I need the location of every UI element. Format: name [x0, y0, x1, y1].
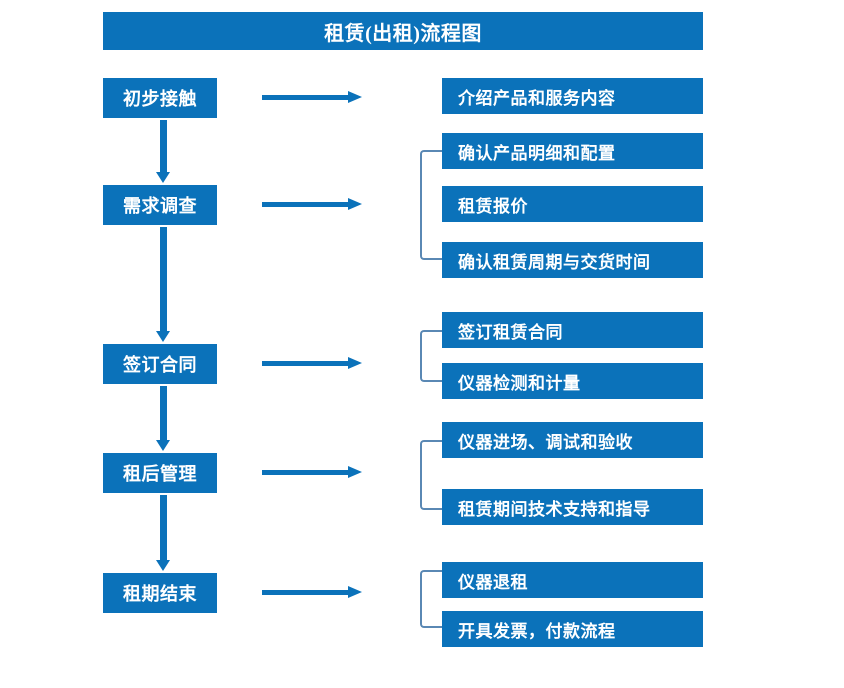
down-arrow-icon-3: [152, 386, 176, 452]
detail-box-invoice-payment[interactable]: 开具发票，付款流程: [442, 611, 703, 647]
bracket-icon-post-rental-mgmt: [420, 440, 442, 510]
detail-box-sign-rental-contract[interactable]: 签订租赁合同: [442, 312, 703, 348]
detail-box-introduce-products[interactable]: 介绍产品和服务内容: [442, 78, 703, 114]
detail-box-rental-quote[interactable]: 租赁报价: [442, 186, 703, 222]
right-arrow-icon-1: [262, 89, 362, 107]
right-arrow-icon-5: [262, 584, 362, 602]
bracket-icon-lease-end: [420, 570, 442, 628]
stage-box-post-rental-mgmt[interactable]: 租后管理: [103, 453, 217, 493]
right-arrow-icon-4: [262, 464, 362, 482]
detail-box-technical-support[interactable]: 租赁期间技术支持和指导: [442, 489, 703, 525]
stage-box-sign-contract[interactable]: 签订合同: [103, 344, 217, 384]
down-arrow-icon-1: [152, 120, 176, 184]
detail-box-confirm-spec-config[interactable]: 确认产品明细和配置: [442, 133, 703, 169]
bracket-icon-needs-survey: [420, 150, 442, 260]
detail-box-install-commission-accept[interactable]: 仪器进场、调试和验收: [442, 422, 703, 458]
detail-box-confirm-term-delivery[interactable]: 确认租赁周期与交货时间: [442, 242, 703, 278]
stage-box-needs-survey[interactable]: 需求调查: [103, 185, 217, 225]
stage-box-initial-contact[interactable]: 初步接触: [103, 78, 217, 118]
right-arrow-icon-3: [262, 355, 362, 373]
detail-box-instrument-return[interactable]: 仪器退租: [442, 562, 703, 598]
right-arrow-icon-2: [262, 196, 362, 214]
detail-box-instrument-inspection[interactable]: 仪器检测和计量: [442, 363, 703, 399]
down-arrow-icon-4: [152, 495, 176, 572]
bracket-icon-sign-contract: [420, 330, 442, 382]
stage-box-lease-end[interactable]: 租期结束: [103, 573, 217, 613]
page-title: 租赁(出租)流程图: [103, 12, 703, 50]
down-arrow-icon-2: [152, 227, 176, 343]
